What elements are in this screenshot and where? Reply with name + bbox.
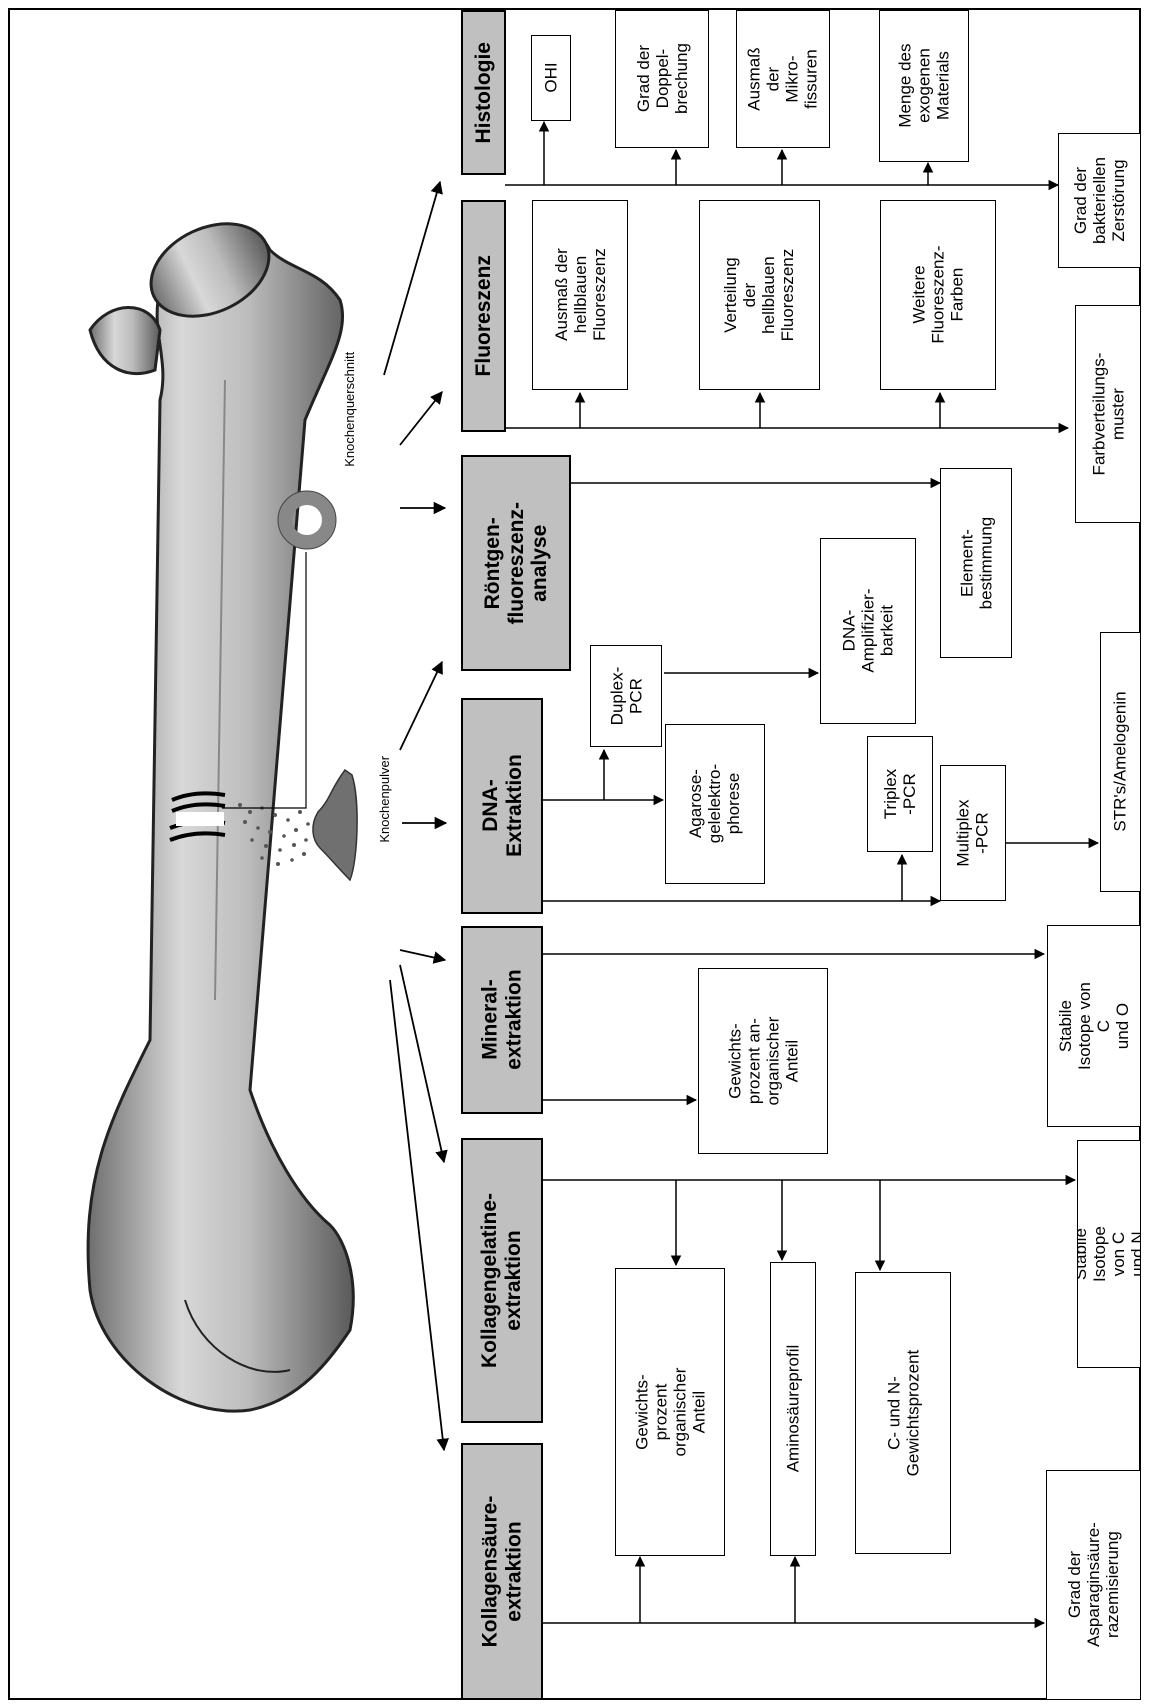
- result-agarosegelelektrophorese: Agarose- gelelektro- phorese: [665, 724, 765, 884]
- result-duplex-pcr: Duplex- PCR: [590, 645, 662, 747]
- result-dna-amplifizierbarkeit: DNA- Amplifizier- barkeit: [820, 538, 916, 724]
- result-gewichtsprozent-organisch: Gewichts- prozent organischer Anteil: [615, 1268, 725, 1556]
- result-isotope-c-o: Stabile Isotope von C und O: [1047, 925, 1141, 1127]
- label-knochenpulver: Knochenpulver: [330, 790, 440, 808]
- result-cn-gewichtsprozent: C- und N- Gewichtsprozent: [855, 1272, 951, 1554]
- result-mikrofissuren: Ausmaß der Mikro- fissuren: [736, 10, 830, 148]
- powder-pile: [313, 770, 357, 880]
- result-verteilung-fluoreszenz: Verteilung der hellblauen Fluoreszenz: [699, 200, 820, 390]
- result-aminosaeureprofil: Aminosäureprofil: [770, 1262, 816, 1556]
- category-arrows: [384, 182, 446, 1450]
- category-roentgen: Röntgen- fluoreszenz- analyse: [461, 455, 571, 671]
- cross-section-ring: [285, 498, 329, 542]
- result-elementbestimmung: Element- bestimmung: [940, 468, 1012, 658]
- category-dna-extraktion: DNA- Extraktion: [461, 698, 543, 914]
- result-ohi: OHI: [531, 35, 571, 121]
- result-gewichtsprozent-anorganisch: Gewichts- prozent an- organischer Anteil: [698, 968, 828, 1154]
- category-histologie: Histologie: [461, 10, 506, 175]
- result-str-amelogenin: STR's/Amelogenin: [1100, 632, 1141, 892]
- category-fluoreszenz: Fluoreszenz: [461, 200, 506, 432]
- result-ausmass-fluoreszenz: Ausmaß der hellblauen Fluoreszenz: [532, 200, 628, 390]
- result-bakterielle-zerstoerung: Grad der bakteriellen Zerstörung: [1058, 133, 1141, 268]
- result-isotope-c-n: Stabile Isotope von C und N: [1077, 1140, 1141, 1368]
- kollagengelatine-connectors: [543, 1180, 1075, 1270]
- result-farbverteilungsmuster: Farbverteilungs- muster: [1075, 305, 1141, 523]
- result-triplex-pcr: Triplex -PCR: [867, 736, 933, 852]
- result-weitere-fluoreszenz: Weitere Fluoreszenz- Farben: [880, 200, 996, 390]
- category-kollagengelatine: Kollagengelatine- extraktion: [461, 1138, 543, 1423]
- femur-bone-illustration: [88, 206, 353, 1411]
- fluoreszenz-connectors: [505, 393, 1068, 428]
- result-asparaginsaeure: Grad der Asparaginsäure- razemisierung: [1046, 1470, 1141, 1700]
- category-mineralextraktion: Mineral- extraktion: [461, 926, 543, 1114]
- kollagensaeure-connectors: [543, 1557, 1044, 1623]
- result-doppelbrechung: Grad der Doppel- brechung: [615, 10, 709, 148]
- result-exogenes-material: Menge des exogenen Materials: [879, 10, 969, 162]
- label-knochenquerschnitt: Knochenquerschnitt: [285, 400, 415, 418]
- category-kollagensaeure: Kollagensäure- extraktion: [461, 1443, 543, 1700]
- result-multiplex-pcr: Multiplex -PCR: [940, 765, 1006, 901]
